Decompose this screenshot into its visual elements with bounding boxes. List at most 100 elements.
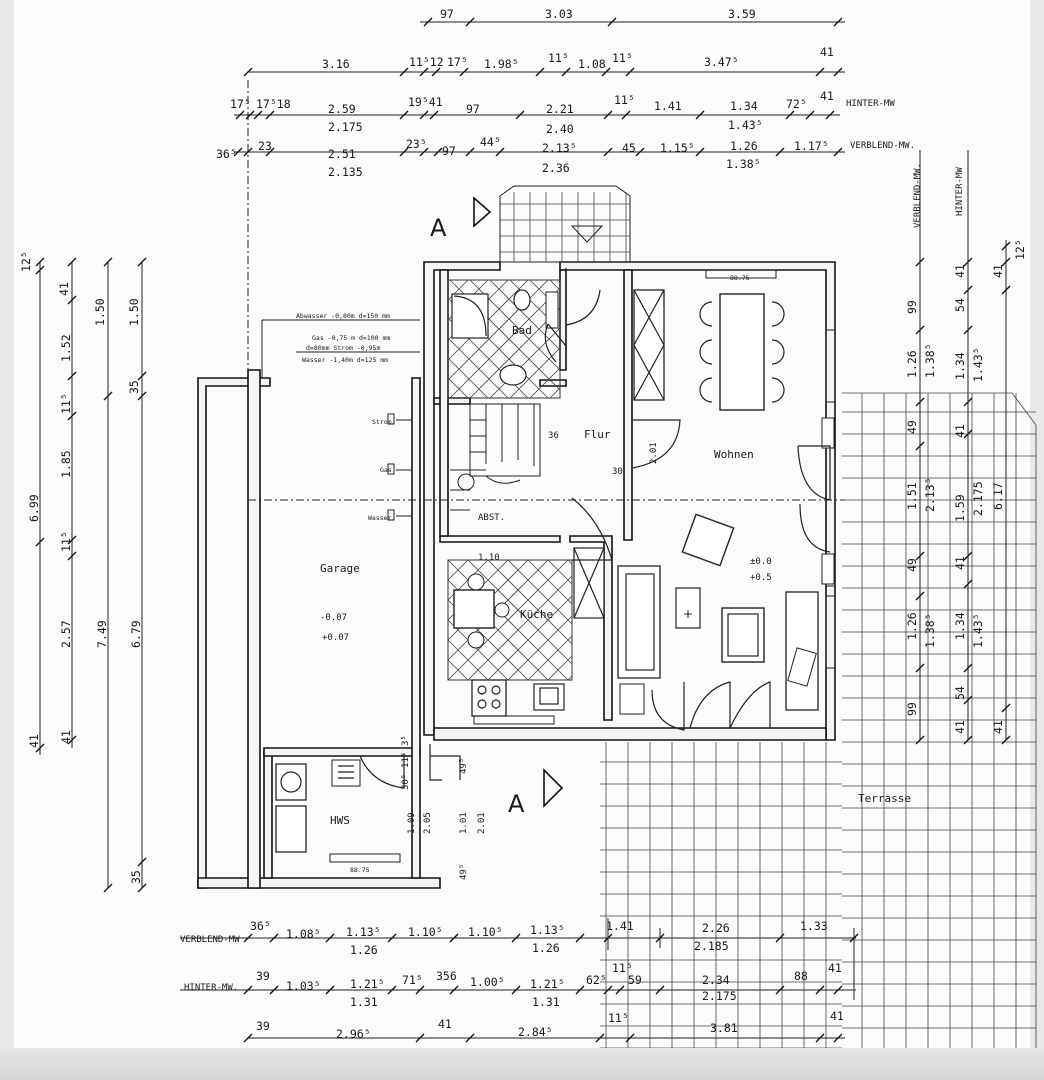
right-dim: 2.13⁵ <box>923 477 937 512</box>
hinter-mw-bottom-label: HINTER-MW. <box>184 983 238 993</box>
right-dim: 99 <box>905 702 919 716</box>
right-dim: 6.17 <box>991 482 1005 510</box>
top4-dim: 2.51 <box>328 147 356 161</box>
right-dim: 41 <box>991 720 1005 734</box>
bottom2-dim: 1.00⁵ <box>470 975 505 989</box>
top-dim-2: 3.03 <box>545 7 573 21</box>
right-dim: 41 <box>953 264 967 278</box>
inner-dim: 30⁵ <box>401 774 411 790</box>
inner-dim: 30 <box>612 467 623 477</box>
top4-dim: 23⁵ <box>406 137 427 151</box>
window-dim: 88.75 <box>350 866 370 874</box>
top3-dim: 17⁵ <box>230 97 251 111</box>
top4-dim: 1.38⁵ <box>726 157 761 171</box>
left-dim: 1.52 <box>59 334 73 362</box>
bottom1-dim: 1.33 <box>800 919 828 933</box>
top4-dim: 23 <box>258 139 272 153</box>
note-gas: Gas -0,75 m d=100 mm <box>312 334 390 342</box>
top-dim-3: 3.59 <box>728 7 756 21</box>
inner-dim: 49⁵ <box>459 758 469 774</box>
bottom3-dim: 41 <box>830 1009 844 1023</box>
top3-dim: 97 <box>466 102 480 116</box>
top3-dim: 19⁵41 <box>408 95 443 109</box>
right-dim: 41 <box>953 424 967 438</box>
bottom2-dim: 41 <box>828 961 842 975</box>
verblend-mw-bottom-label: VERBLEND-MW <box>180 935 240 945</box>
window-dim: 88.75 <box>730 274 750 282</box>
bottom1-dim: 1.10⁵ <box>408 925 443 939</box>
right-dim: 1.26 <box>905 612 919 640</box>
paper-sheet <box>14 0 1030 1048</box>
section-line <box>247 80 845 808</box>
room-flur: Flur <box>584 428 611 441</box>
entrance-steps <box>499 185 631 263</box>
bottom2-dim: 11⁵ <box>612 961 633 975</box>
left-dim: 12⁵ <box>19 251 33 272</box>
level-garage-a: -0.07 <box>320 613 347 623</box>
bottom1-dim: 1.26 <box>350 943 378 957</box>
top4-dim: 1.15⁵ <box>660 141 695 155</box>
room-wohnen: Wohnen <box>714 448 754 461</box>
right-dim: 12⁵ <box>1013 239 1027 260</box>
utility-notes <box>261 319 420 521</box>
bottom1-dim: 1.13⁵ <box>530 923 565 937</box>
right-dim: 1.38⁵ <box>923 613 937 648</box>
bottom3-dim: 2.96⁵ <box>336 1027 371 1041</box>
top4-dim: 1.17⁵ <box>794 139 829 153</box>
bottom1-dim: 36⁵ <box>250 919 271 933</box>
inner-dim: 3⁵ <box>401 735 411 746</box>
top2-dim: 11⁵12 <box>409 55 444 69</box>
inner-dim: 2.05 <box>423 812 433 834</box>
bottom3-dim: 3.81 <box>710 1021 738 1035</box>
bottom2-dim: 1.03⁵ <box>286 979 321 993</box>
top2-dim: 17⁵ <box>447 55 468 69</box>
right-dim: 41 <box>953 556 967 570</box>
inner-dim: 1.01 <box>459 812 469 834</box>
bottom2-dim: 1.21⁵ <box>530 977 565 991</box>
top3-dim: 2.59 <box>328 102 356 116</box>
top3-dim: 2.21 <box>546 102 574 116</box>
page-bottom-shadow <box>0 1048 1044 1080</box>
left-dim: 6.79 <box>129 620 143 648</box>
inner-dim: 1.10 <box>478 553 500 563</box>
note-abwasser: Abwasser -0,80m d=150 mm <box>296 312 390 320</box>
right-dim: 54 <box>953 298 967 312</box>
level-garage-b: +0.07 <box>322 633 349 643</box>
bottom1-dim: 2.185 <box>694 939 729 953</box>
top4-dim: 97 <box>442 144 456 158</box>
right-dim: 54 <box>953 686 967 700</box>
bottom1-dim: 1.41 <box>606 919 634 933</box>
right-dim: 1.43⁵ <box>971 613 985 648</box>
bottom2-dim: 2.175 <box>702 989 737 1003</box>
bottom2-dim: 39 <box>256 969 270 983</box>
top2-dim: 3.16 <box>322 57 350 71</box>
right-dim: 1.38⁵ <box>923 343 937 378</box>
right-dim: 1.51 <box>905 482 919 510</box>
kitchen-tiles <box>447 547 605 717</box>
top2-dim: 3.47⁵ <box>704 55 739 69</box>
top3-dim: 2.40 <box>546 122 574 136</box>
inner-dim: 36 <box>548 431 559 441</box>
top2-dim: 1.08 <box>578 57 606 71</box>
top4-dim: 45 <box>622 141 636 155</box>
left-dim: 11⁵ <box>59 393 73 414</box>
bottom1-dim: 1.10⁵ <box>468 925 503 939</box>
room-bad: Bad <box>512 324 532 337</box>
bottom2-dim: 1.21⁵ <box>350 977 385 991</box>
bath-tiles <box>447 279 561 399</box>
level-wohnen-a: ±0.0 <box>750 557 772 567</box>
right-dim: 99 <box>905 300 919 314</box>
room-terrasse: Terrasse <box>858 792 911 805</box>
right-dim: 41 <box>991 264 1005 278</box>
room-garage: Garage <box>320 562 360 575</box>
inner-dim: 1.09 <box>407 812 417 834</box>
right-dim: 49 <box>905 558 919 572</box>
inner-dim: 2.01 <box>477 812 487 834</box>
inner-dim: 11⁵ <box>401 752 411 768</box>
inner-dim: 2.01 <box>649 442 659 464</box>
top4-dim: 36⁵ <box>216 147 237 161</box>
section-marker-bottom: A <box>508 790 525 818</box>
bottom2-dim: 71⁵ <box>402 973 423 987</box>
left-dim: 1.85 <box>59 450 73 478</box>
top3-dim: 41 <box>820 89 834 103</box>
